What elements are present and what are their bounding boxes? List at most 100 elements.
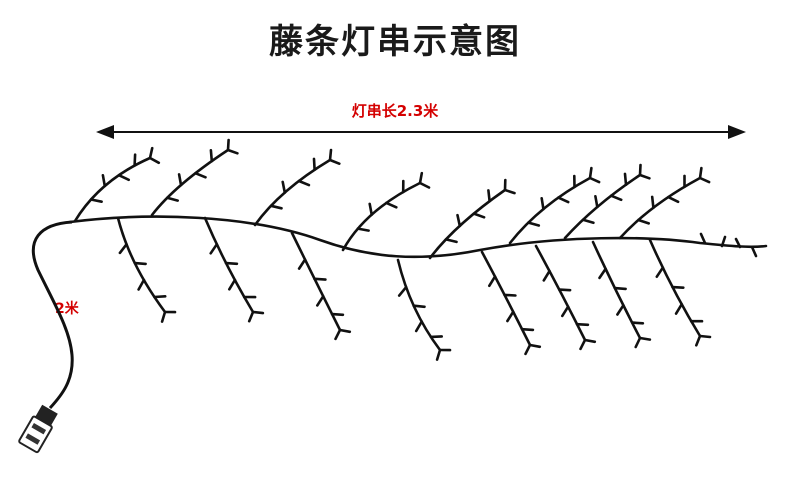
branch-twig — [133, 261, 147, 266]
branch-twig — [650, 195, 655, 209]
branch-twig — [655, 266, 665, 279]
branch-twig — [487, 275, 497, 288]
branch-twig — [637, 218, 651, 225]
string-length-label: 灯串长2.3米 — [351, 102, 439, 120]
branch-twig — [542, 269, 551, 282]
branch-tip — [226, 138, 230, 152]
upper-branch — [341, 181, 422, 252]
branch-tip — [579, 338, 587, 351]
branch-tip — [435, 348, 442, 361]
branch-twig — [671, 285, 685, 290]
branch-twig — [674, 302, 684, 315]
branch-twig — [506, 310, 515, 323]
branch-twig — [666, 195, 680, 204]
branch-twig — [209, 243, 219, 255]
branch-twig — [444, 238, 458, 244]
upper-branch — [150, 148, 230, 217]
length-arrow — [96, 125, 746, 139]
upper-branch — [508, 176, 592, 245]
branch-twig — [540, 197, 545, 211]
branch-twig — [281, 180, 287, 194]
branch-tip — [328, 148, 333, 162]
upper-branch — [563, 173, 642, 240]
usb-cable — [31, 220, 74, 410]
branch-twig — [472, 212, 486, 219]
branch-tip — [638, 173, 651, 180]
branch-twig — [560, 305, 570, 318]
branch-tip — [524, 343, 532, 356]
branch-twig — [297, 179, 311, 187]
branch-tip — [160, 310, 167, 323]
branch-twig — [630, 321, 645, 325]
branch-twig — [556, 196, 570, 204]
lower-branch — [203, 216, 255, 314]
branch-tip — [583, 338, 597, 344]
branch-tip — [148, 156, 161, 165]
branch-twig — [330, 312, 345, 317]
upper-branch — [428, 188, 507, 260]
stem-twig — [750, 245, 758, 258]
branch-twig — [224, 261, 239, 266]
branch-tip — [251, 310, 265, 315]
branch-tip — [694, 334, 702, 347]
branch-tip — [638, 336, 652, 341]
branch-twig — [429, 335, 444, 339]
branch-tip — [503, 188, 516, 195]
branch-twig — [313, 277, 327, 281]
branch-twig — [209, 149, 214, 163]
branch-tip — [698, 176, 711, 184]
branch-twig — [315, 294, 325, 307]
lower-branch — [116, 216, 167, 314]
branch-twig — [520, 327, 535, 332]
upper-branch — [73, 156, 152, 223]
lower-branch — [396, 258, 442, 352]
branch-twig — [613, 286, 627, 291]
branch-twig — [133, 153, 137, 167]
branch-twig — [89, 198, 103, 203]
branch-tip — [588, 166, 593, 180]
branch-twig — [412, 304, 426, 309]
branch-twig — [385, 201, 398, 209]
branch-twig — [487, 189, 491, 203]
branch-tip — [148, 146, 154, 160]
usb-plug-icon — [18, 404, 58, 454]
branch-tip — [698, 334, 712, 339]
branch-twig — [153, 294, 167, 299]
cable-length-label: 2米 — [55, 301, 79, 317]
branch-tip — [418, 181, 431, 189]
branch-twig — [594, 195, 599, 209]
stem-twig — [734, 237, 742, 249]
lower-branch — [480, 250, 532, 347]
branch-twig — [616, 304, 625, 316]
lower-branch — [290, 231, 342, 332]
branch-twig — [623, 172, 628, 186]
branch-twig — [609, 194, 623, 202]
branch-twig — [118, 243, 128, 255]
branch-twig — [368, 202, 374, 216]
branch-twig — [414, 320, 424, 333]
branch-twig — [397, 285, 408, 297]
branch-twig — [598, 267, 607, 280]
main-stem — [68, 215, 768, 259]
branch-twig — [228, 278, 237, 291]
branch-tip — [528, 343, 542, 349]
branch-tip — [418, 171, 424, 185]
vine-string — [68, 138, 768, 361]
branch-tip — [247, 310, 255, 323]
branch-tip — [698, 166, 703, 180]
branch-twig — [575, 322, 590, 327]
branch-twig — [527, 221, 541, 227]
branch-twig — [581, 218, 595, 225]
branch-twig — [117, 173, 130, 182]
lower-branch — [591, 240, 642, 340]
branch-twig — [356, 227, 370, 232]
branch-twig — [194, 171, 207, 179]
lower-branch — [648, 238, 702, 338]
branch-twig — [297, 258, 307, 270]
upper-branch — [253, 158, 332, 227]
branch-tip — [334, 328, 342, 341]
branch-tip — [588, 176, 601, 184]
upper-branch — [618, 176, 702, 240]
stem-twig — [699, 232, 707, 245]
